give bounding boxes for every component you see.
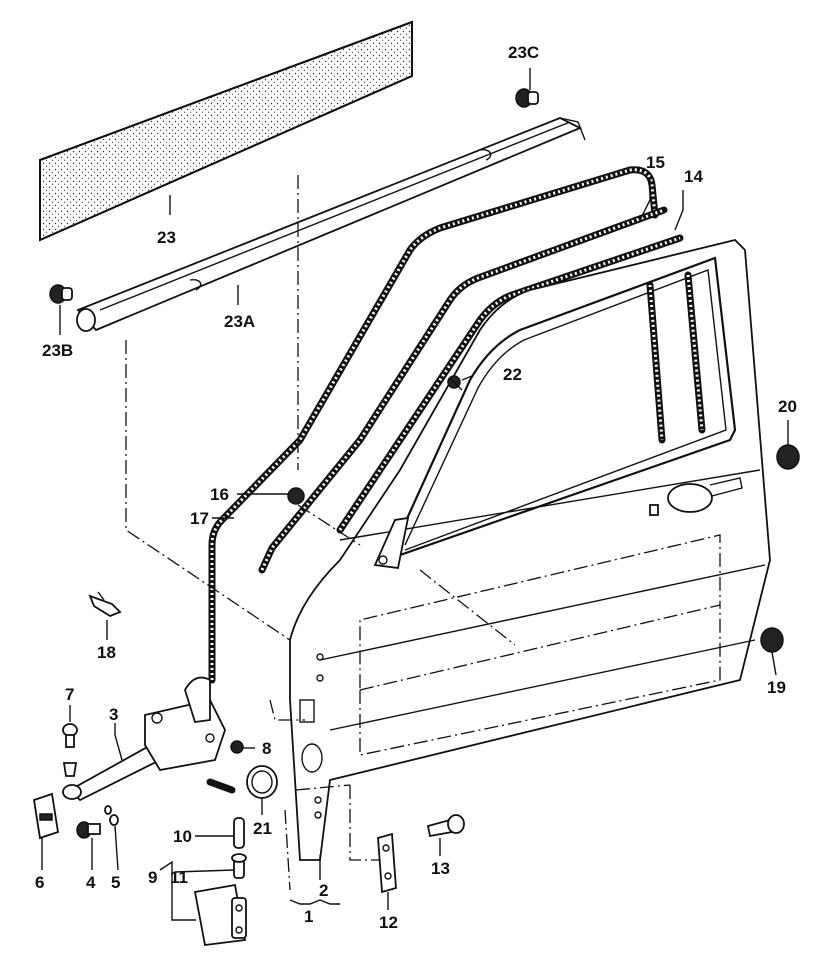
plug-16 [287, 487, 305, 505]
label-6: 6 [35, 873, 44, 892]
window-run-channel [646, 271, 706, 444]
label-23b: 23B [42, 341, 73, 360]
pin-18 [88, 591, 122, 618]
label-12: 12 [379, 913, 398, 932]
grommet-20 [776, 444, 800, 470]
label-19: 19 [767, 678, 786, 697]
label-4: 4 [86, 873, 96, 892]
door-seal-outer [208, 166, 659, 684]
label-3: 3 [109, 705, 118, 724]
hinge-pin-10 [233, 817, 245, 849]
sun-strip-panel [39, 20, 413, 242]
cap-23c [515, 88, 539, 108]
label-15: 15 [646, 153, 665, 172]
leader-lines [41, 68, 789, 921]
plate-12 [377, 832, 397, 894]
label-17: 17 [190, 509, 209, 528]
label-2: 2 [319, 881, 328, 900]
hinge-pin-11 [231, 853, 247, 879]
label-23a: 23A [224, 312, 255, 331]
label-14: 14 [684, 167, 703, 186]
clip-22 [447, 375, 463, 391]
window-frame-seal [336, 234, 684, 534]
label-23c: 23C [508, 43, 539, 62]
plug-21 [246, 765, 278, 799]
bracket-6 [32, 792, 60, 840]
reference-lines [125, 175, 516, 891]
label-13: 13 [431, 859, 450, 878]
window-channel-seal [258, 206, 668, 574]
label-22: 22 [503, 365, 522, 384]
label-21: 21 [253, 819, 272, 838]
part-labels: 23 23A 23B 23C 15 14 22 20 16 17 18 19 7… [35, 43, 797, 932]
label-8: 8 [262, 739, 271, 758]
label-1: 1 [304, 907, 313, 926]
door-check-strap [62, 676, 244, 802]
washer-5 [104, 805, 119, 826]
bolt-13 [426, 814, 465, 838]
label-5: 5 [111, 873, 120, 892]
label-18: 18 [97, 643, 116, 662]
label-9: 9 [148, 868, 157, 887]
label-10: 10 [173, 827, 192, 846]
hinge-spring [206, 778, 236, 794]
grommet-19 [760, 627, 784, 653]
lower-hinge-9 [193, 883, 247, 946]
roof-rail [76, 117, 586, 332]
cap-23b [49, 284, 73, 304]
door-shell [289, 239, 771, 861]
label-23: 23 [157, 228, 176, 247]
label-7: 7 [65, 685, 74, 704]
label-11: 11 [170, 868, 188, 887]
label-20: 20 [778, 397, 797, 416]
label-16: 16 [210, 485, 229, 504]
bolt-4 [76, 821, 101, 839]
